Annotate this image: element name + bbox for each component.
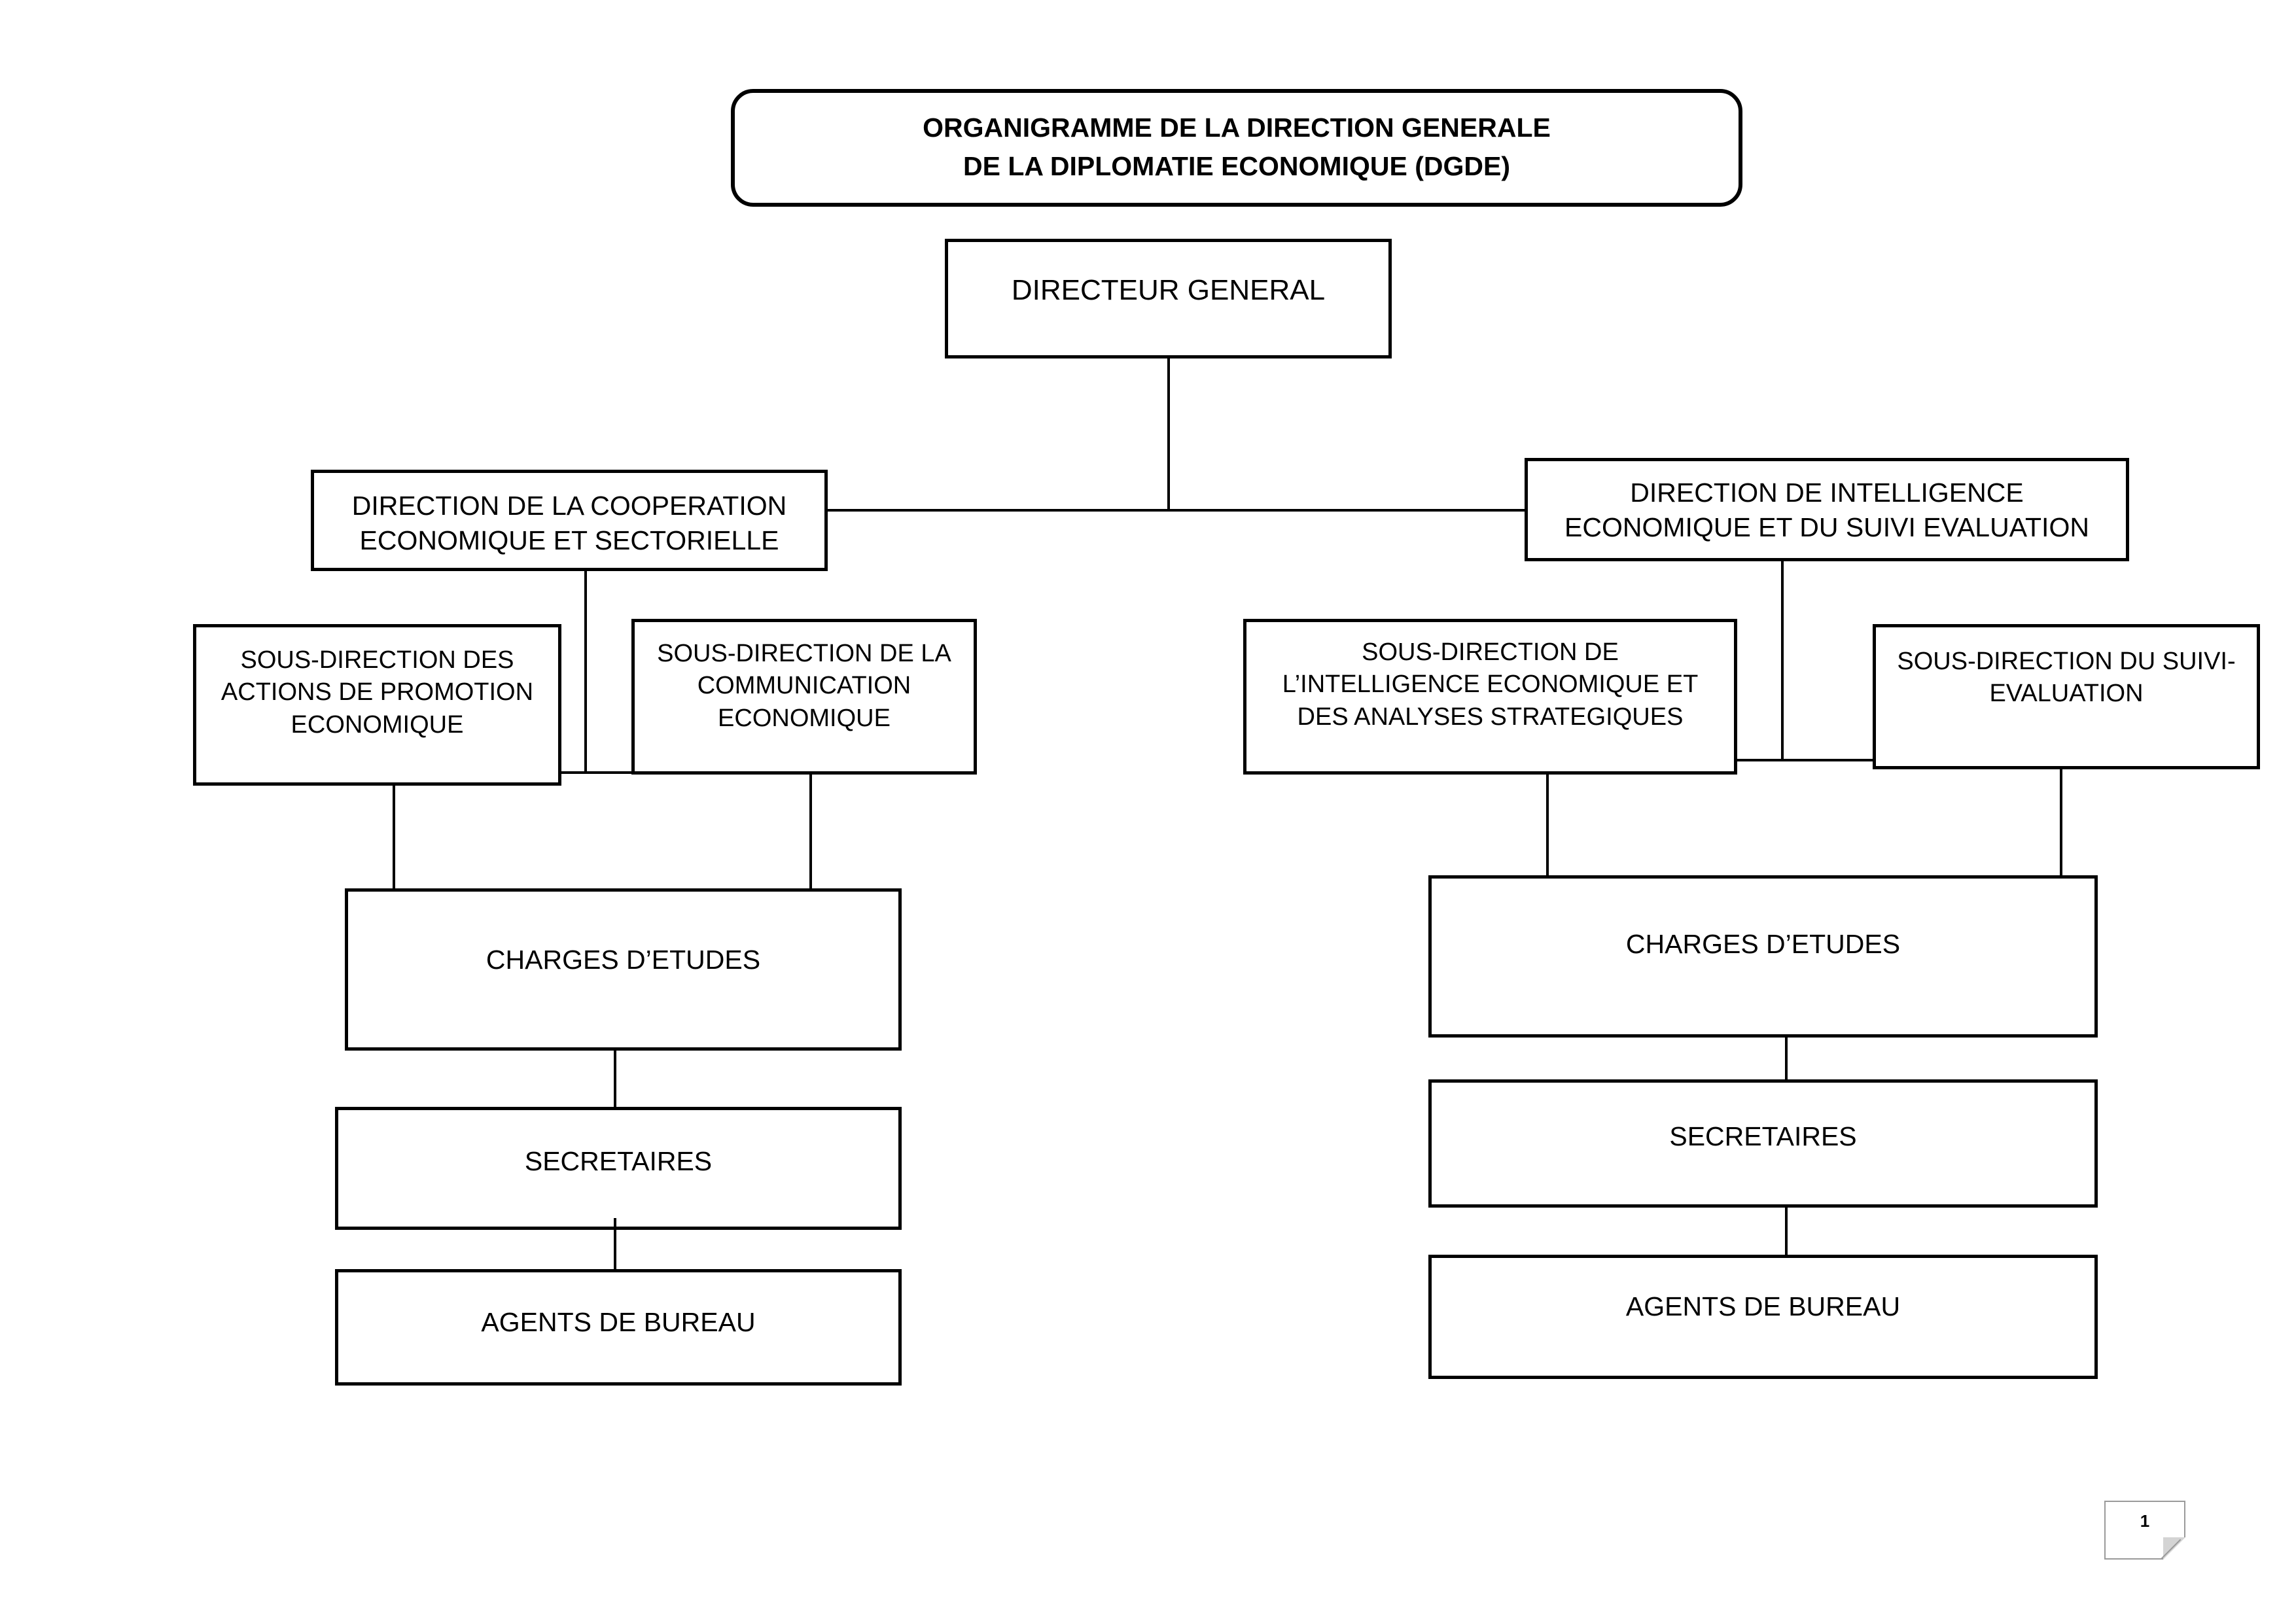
page-number-text: 1 bbox=[2140, 1511, 2150, 1531]
node-sous-direction-suivi-evaluation-label: SOUS-DIRECTION DU SUIVI- EVALUATION bbox=[1897, 648, 2236, 708]
node-charges-etudes-left: CHARGES D’ETUDES bbox=[345, 888, 902, 1051]
connector-charges-right-to-secretaires bbox=[1785, 1038, 1788, 1081]
node-charges-etudes-left-label: CHARGES D’ETUDES bbox=[486, 945, 761, 975]
node-agents-bureau-left-label: AGENTS DE BUREAU bbox=[481, 1307, 756, 1337]
node-direction-cooperation: DIRECTION DE LA COOPERATION ECONOMIQUE E… bbox=[311, 470, 828, 571]
connector-dir-coop-horizontal bbox=[560, 771, 634, 774]
node-agents-bureau-left: AGENTS DE BUREAU bbox=[335, 1269, 902, 1386]
page-number-badge: 1 bbox=[2104, 1501, 2185, 1560]
chart-title-text: ORGANIGRAMME DE LA DIRECTION GENERALE DE… bbox=[923, 112, 1551, 181]
node-secretaires-left-label: SECRETAIRES bbox=[524, 1146, 713, 1176]
node-agents-bureau-right: AGENTS DE BUREAU bbox=[1428, 1255, 2098, 1379]
node-directeur-general-label: DIRECTEUR GENERAL bbox=[1011, 274, 1326, 306]
node-secretaires-left: SECRETAIRES bbox=[335, 1107, 902, 1230]
node-secretaires-right-label: SECRETAIRES bbox=[1669, 1121, 1857, 1151]
connector-dir-intel-horizontal bbox=[1735, 759, 1875, 761]
node-agents-bureau-right-label: AGENTS DE BUREAU bbox=[1625, 1291, 1901, 1321]
chart-title-box: ORGANIGRAMME DE LA DIRECTION GENERALE DE… bbox=[731, 89, 1742, 207]
node-charges-etudes-right: CHARGES D’ETUDES bbox=[1428, 875, 2098, 1038]
connector-secretaires-left-to-agents bbox=[614, 1218, 616, 1270]
node-direction-cooperation-label: DIRECTION DE LA COOPERATION ECONOMIQUE E… bbox=[351, 491, 787, 556]
connector-sd-comm-to-charges bbox=[809, 775, 812, 890]
node-charges-etudes-right-label: CHARGES D’ETUDES bbox=[1625, 929, 1901, 959]
connector-charges-left-to-secretaires bbox=[614, 1051, 616, 1108]
node-direction-intelligence-label: DIRECTION DE INTELLIGENCE ECONOMIQUE ET … bbox=[1564, 478, 2089, 543]
connector-dg-vertical bbox=[1167, 358, 1170, 510]
node-sous-direction-intelligence-economique-label: SOUS-DIRECTION DE L’INTELLIGENCE ECONOMI… bbox=[1282, 638, 1699, 731]
node-sous-direction-communication: SOUS-DIRECTION DE LA COMMUNICATION ECONO… bbox=[631, 619, 977, 775]
node-sous-direction-promotion: SOUS-DIRECTION DES ACTIONS DE PROMOTION … bbox=[193, 624, 561, 786]
connector-dir-coop-vertical bbox=[584, 571, 587, 773]
node-direction-intelligence: DIRECTION DE INTELLIGENCE ECONOMIQUE ET … bbox=[1525, 458, 2129, 561]
connector-sd-promo-to-charges bbox=[393, 786, 395, 890]
page-fold-edge-icon bbox=[2154, 1528, 2185, 1560]
node-sous-direction-promotion-label: SOUS-DIRECTION DES ACTIONS DE PROMOTION … bbox=[221, 646, 534, 739]
connector-dg-horizontal bbox=[826, 509, 1526, 512]
connector-sd-suivi-to-charges bbox=[2060, 769, 2062, 877]
connector-sd-ies-to-charges bbox=[1546, 775, 1549, 877]
node-sous-direction-suivi-evaluation: SOUS-DIRECTION DU SUIVI- EVALUATION bbox=[1873, 624, 2260, 769]
connector-dir-intel-vertical bbox=[1781, 561, 1784, 760]
node-directeur-general: DIRECTEUR GENERAL bbox=[945, 239, 1392, 358]
node-secretaires-right: SECRETAIRES bbox=[1428, 1079, 2098, 1208]
node-sous-direction-intelligence-economique: SOUS-DIRECTION DE L’INTELLIGENCE ECONOMI… bbox=[1243, 619, 1737, 775]
node-sous-direction-communication-label: SOUS-DIRECTION DE LA COMMUNICATION ECONO… bbox=[657, 640, 951, 732]
connector-secretaires-right-to-agents bbox=[1785, 1205, 1788, 1256]
